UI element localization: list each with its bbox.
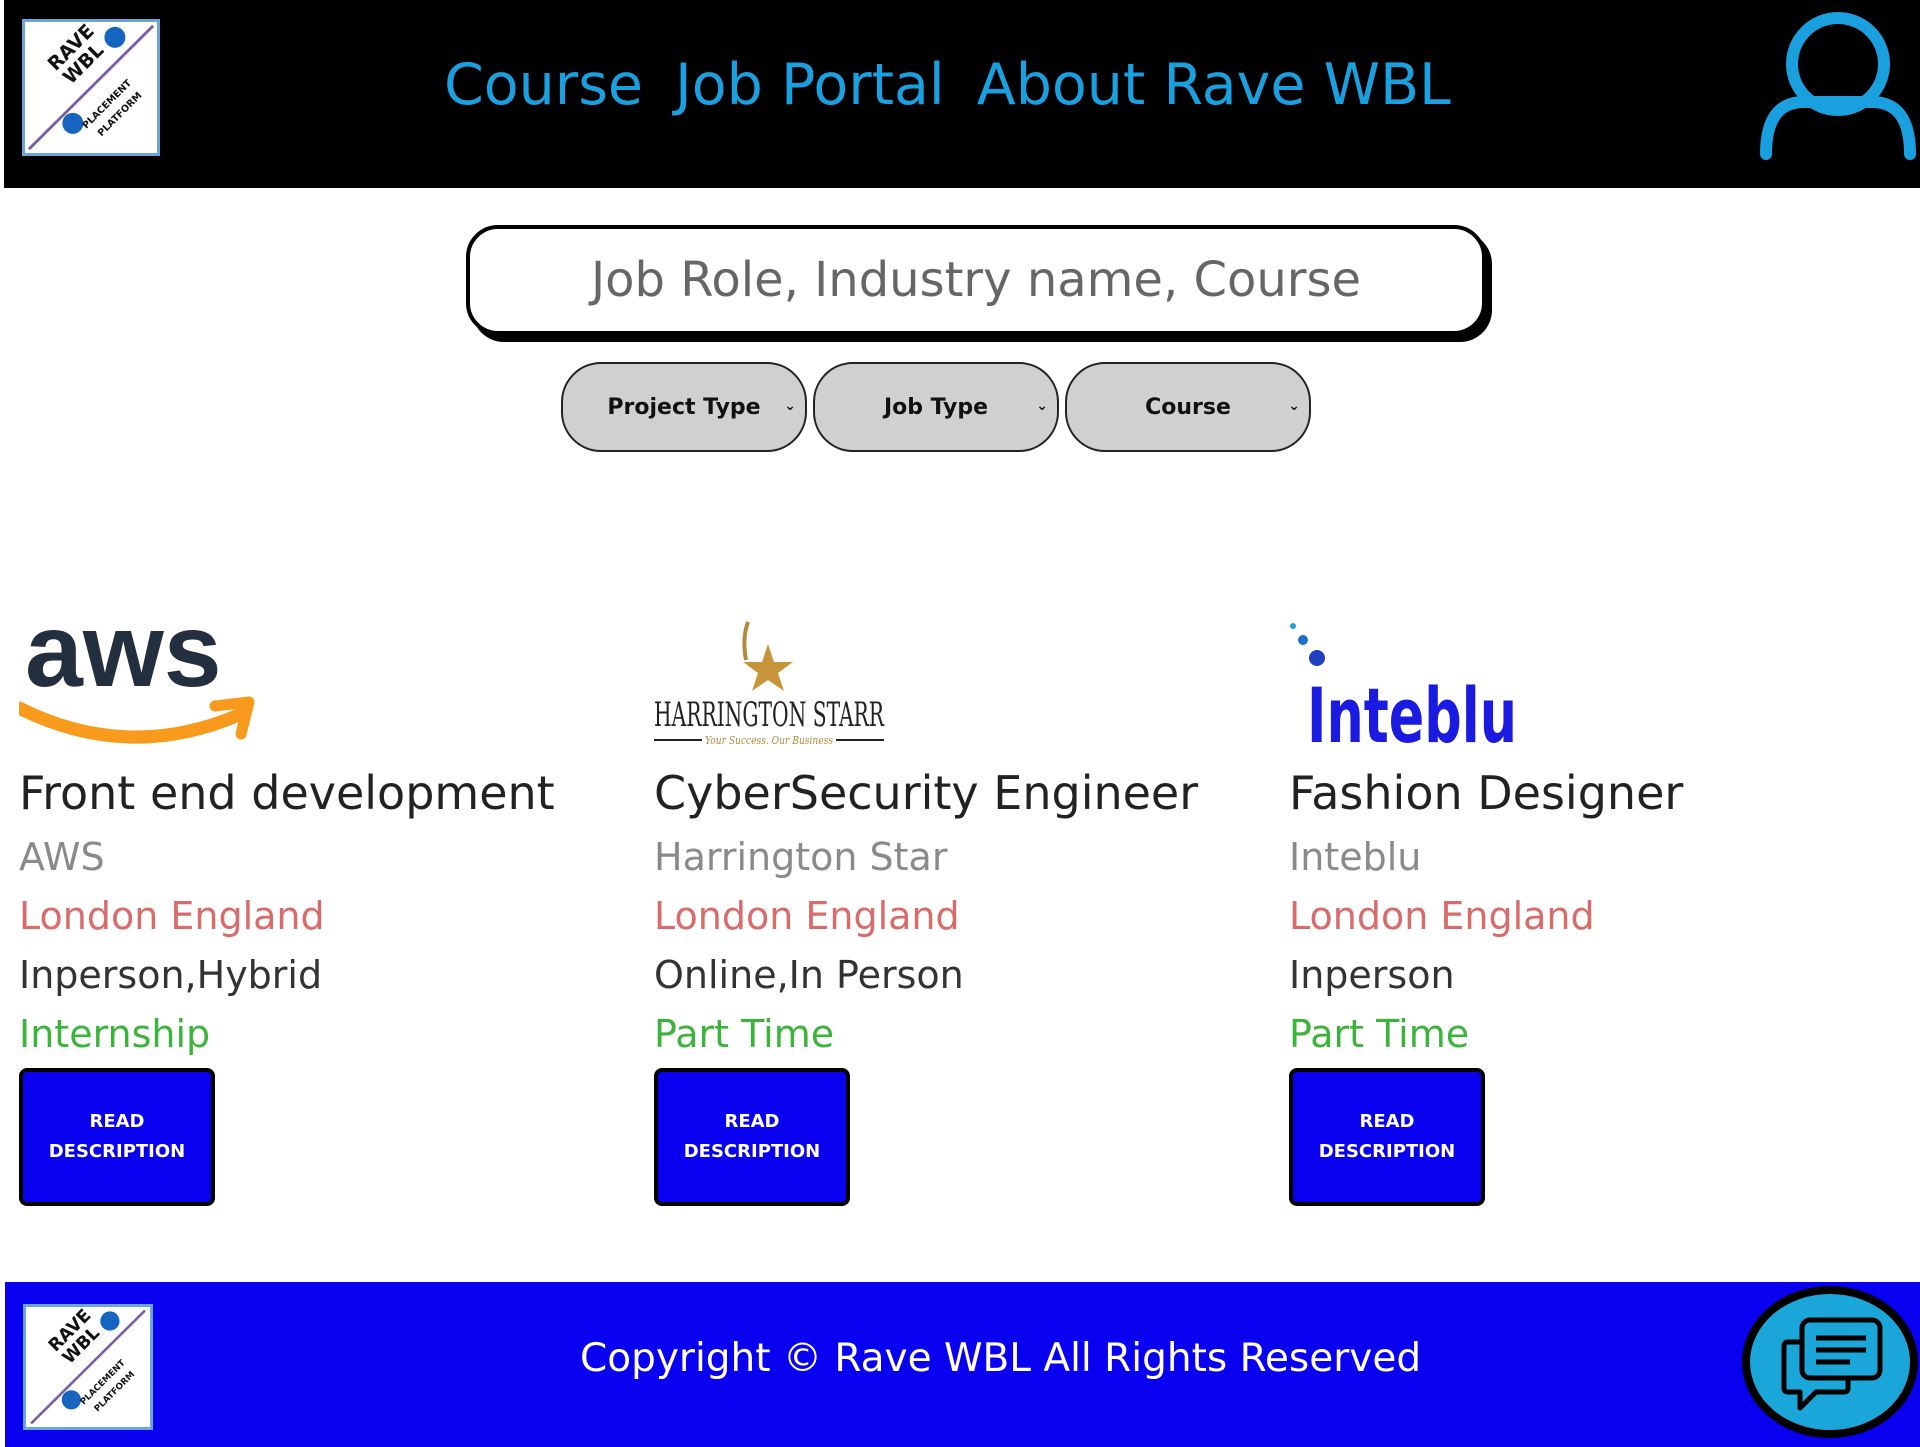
job-location: London England bbox=[1289, 894, 1595, 938]
course-select[interactable]: Course ⌄ bbox=[1065, 362, 1311, 452]
company-name: Inteblu bbox=[1289, 835, 1422, 879]
project-type-select[interactable]: Project Type ⌄ bbox=[561, 362, 807, 452]
select-label: Course bbox=[1145, 394, 1231, 420]
read-description-button[interactable]: READ DESCRIPTION bbox=[1289, 1068, 1485, 1206]
job-type: Internship bbox=[19, 1012, 211, 1056]
job-title: Fashion Designer bbox=[1289, 766, 1684, 820]
chat-icon bbox=[1781, 1317, 1883, 1411]
job-type: Part Time bbox=[1289, 1012, 1470, 1056]
copyright-text: Copyright © Rave WBL All Rights Reserved bbox=[580, 1336, 1422, 1381]
rave-wbl-logo[interactable]: RAVE WBL PLACEMENT PLATFORM bbox=[22, 19, 160, 156]
main-nav: Course Job Portal About Rave WBL bbox=[444, 52, 1451, 118]
search-input[interactable] bbox=[466, 225, 1486, 335]
aws-logo: aws bbox=[12, 593, 259, 758]
job-type-select[interactable]: Job Type ⌄ bbox=[813, 362, 1059, 452]
job-type: Part Time bbox=[654, 1012, 835, 1056]
header: RAVE WBL PLACEMENT PLATFORM Course Job P… bbox=[4, 0, 1920, 188]
chevron-down-icon: ⌄ bbox=[1036, 398, 1048, 414]
company-name: Harrington Star bbox=[654, 835, 948, 879]
button-line: DESCRIPTION bbox=[1318, 1141, 1456, 1162]
button-line: DESCRIPTION bbox=[48, 1141, 186, 1162]
aws-logo-text: aws bbox=[25, 598, 222, 709]
nav-course[interactable]: Course bbox=[444, 52, 643, 118]
harrington-starr-tagline: Your Success. Our Business bbox=[705, 734, 833, 747]
nav-job-portal[interactable]: Job Portal bbox=[675, 52, 945, 118]
footer-rave-wbl-logo[interactable]: RAVE WBL PLACEMENT PLATFORM bbox=[23, 1304, 153, 1430]
nav-about[interactable]: About Rave WBL bbox=[976, 52, 1451, 118]
chevron-down-icon: ⌄ bbox=[1288, 398, 1300, 414]
filter-bar: Project Type ⌄ Job Type ⌄ Course ⌄ bbox=[561, 362, 1311, 452]
job-location: London England bbox=[19, 894, 325, 938]
read-description-button[interactable]: READ DESCRIPTION bbox=[654, 1068, 850, 1206]
rave-wbl-logo-icon: RAVE WBL PLACEMENT PLATFORM bbox=[27, 22, 155, 151]
job-location: London England bbox=[654, 894, 960, 938]
company-name: AWS bbox=[19, 835, 105, 879]
job-title: CyberSecurity Engineer bbox=[654, 766, 1199, 820]
button-line: READ bbox=[1359, 1111, 1415, 1132]
button-line: READ bbox=[89, 1111, 145, 1132]
chat-button[interactable] bbox=[1742, 1286, 1918, 1438]
harrington-starr-logo: HARRINGTON STARR Your Success. Our Busin… bbox=[654, 608, 894, 760]
button-line: READ bbox=[724, 1111, 780, 1132]
work-mode: Inperson bbox=[1289, 953, 1455, 997]
inteblu-logo-text: Inteblu bbox=[1307, 671, 1517, 758]
job-title: Front end development bbox=[19, 766, 555, 820]
select-label: Job Type bbox=[883, 394, 989, 420]
select-label: Project Type bbox=[607, 394, 761, 420]
harrington-starr-logo-text: HARRINGTON STARR bbox=[654, 695, 885, 735]
rave-wbl-logo-icon: RAVE WBL PLACEMENT PLATFORM bbox=[30, 1307, 146, 1425]
button-line: DESCRIPTION bbox=[683, 1141, 821, 1162]
work-mode: Online,In Person bbox=[654, 953, 964, 997]
read-description-button[interactable]: READ DESCRIPTION bbox=[19, 1068, 215, 1206]
work-mode: Inperson,Hybrid bbox=[19, 953, 323, 997]
chevron-down-icon: ⌄ bbox=[784, 398, 796, 414]
inteblu-logo: Inteblu bbox=[1289, 618, 1529, 760]
footer: RAVE WBL PLACEMENT PLATFORM Copyright © … bbox=[5, 1282, 1920, 1447]
user-profile-icon[interactable] bbox=[1756, 4, 1920, 162]
